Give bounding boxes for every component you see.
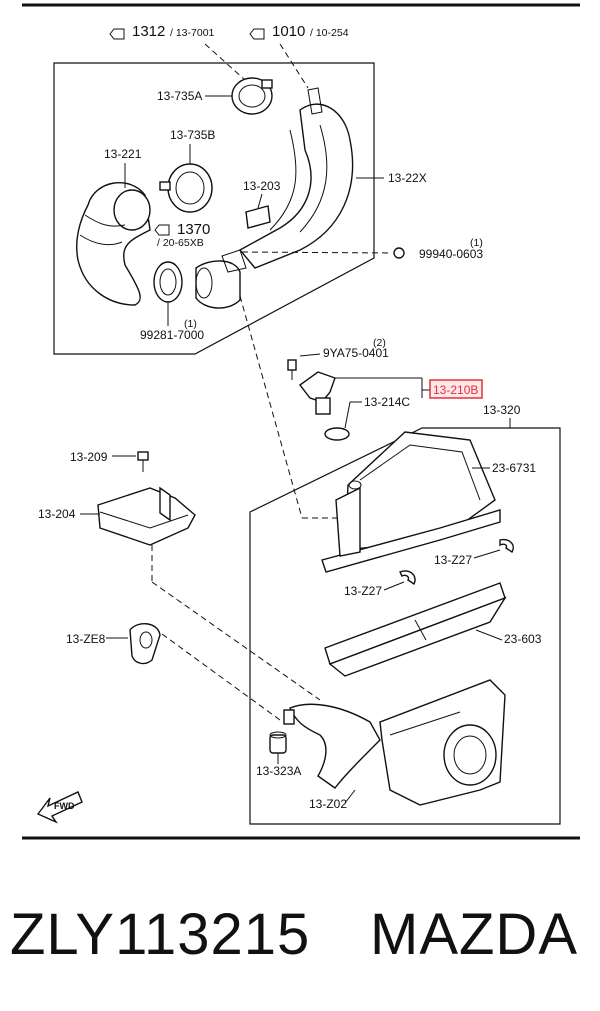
o-ring-13-214C: [324, 427, 350, 441]
resonator-hose-13-221: [76, 181, 151, 306]
brand-text: MAZDA: [370, 902, 578, 967]
part-number-text: ZLY113215: [10, 902, 311, 967]
ref-arrow-1010-icon: [249, 28, 265, 40]
forward-direction-arrow-icon: FWD: [36, 791, 83, 824]
clamp-13-735A: [231, 77, 273, 115]
label-23-603: 23-603: [504, 632, 542, 646]
mass-airflow-sensor-13-210B: [299, 371, 336, 415]
intake-duct-group-frame: [53, 62, 375, 355]
label-13-214C: 13-214C: [364, 395, 410, 409]
screw-9YA75-0401: [287, 359, 297, 380]
clip-13-Z27-b: [399, 570, 416, 586]
label-13-203: 13-203: [243, 179, 281, 193]
highlighted-part-box: [429, 379, 483, 399]
label-13-Z27-b: 13-Z27: [344, 584, 382, 598]
label-q1-a: (1): [470, 237, 483, 249]
ref-1370-label: 1370: [177, 221, 210, 238]
label-13-735A: 13-735A: [157, 89, 202, 103]
clamp-13-735B: [159, 163, 213, 213]
ref-1010-sub-label: / 10-254: [310, 27, 349, 39]
gasket-13-ZE8: [129, 623, 161, 665]
label-13-735B: 13-735B: [170, 128, 215, 142]
ref-1312-label: 1312: [132, 23, 165, 40]
air-filter-element-23-603: [324, 582, 507, 677]
label-13-Z27-a: 13-Z27: [434, 553, 472, 567]
bracket-13-204: [97, 486, 196, 546]
grommet-13-323A: [269, 731, 287, 754]
ref-arrow-1370-icon: [154, 224, 170, 236]
label-13-221: 13-221: [104, 147, 142, 161]
label-99940-0603: 99940-0603: [419, 247, 483, 261]
label-13-ZE8: 13-ZE8: [66, 632, 106, 646]
label-13-209: 13-209: [70, 450, 108, 464]
bolt-13-209: [137, 451, 149, 472]
label-q1-b: (1): [184, 318, 197, 330]
clamp-99281-7000: [153, 261, 183, 303]
bolt-99940-0603: [393, 247, 405, 259]
ref-arrow-1312-icon: [109, 28, 125, 40]
connector-hose: [195, 249, 247, 309]
ref-1312-sub-label: / 13-7001: [170, 27, 215, 39]
label-q2: (2): [373, 337, 386, 349]
label-13-323A: 13-323A: [256, 764, 301, 778]
ref-1010-label: 1010: [272, 23, 305, 40]
label-99281-7000: 99281-7000: [140, 328, 204, 342]
air-cleaner-cover-23-6731: [321, 431, 501, 573]
pad-13-203: [245, 205, 271, 229]
fwd-label: FWD: [54, 801, 75, 811]
label-13-Z02: 13-Z02: [309, 797, 347, 811]
label-13-320: 13-320: [483, 403, 521, 417]
ref-1370-sub-label: / 20-65XB: [157, 237, 204, 249]
label-13-22X: 13-22X: [388, 171, 427, 185]
exploded-parts-diagram: 1312 / 13-7001 1010 / 10-254 13-735A 13-…: [22, 3, 580, 840]
label-13-210B: 13-210B: [433, 383, 478, 397]
label-23-6731: 23-6731: [492, 461, 536, 475]
label-9YA75-0401: 9YA75-0401: [323, 346, 389, 360]
air-duct-13-22X: [238, 87, 354, 269]
label-13-204: 13-204: [38, 507, 76, 521]
clip-13-Z27-a: [499, 538, 514, 553]
air-cleaner-case-13-Z02: [283, 679, 506, 806]
caption-bar: ZLY113215 MAZDA: [0, 890, 600, 980]
